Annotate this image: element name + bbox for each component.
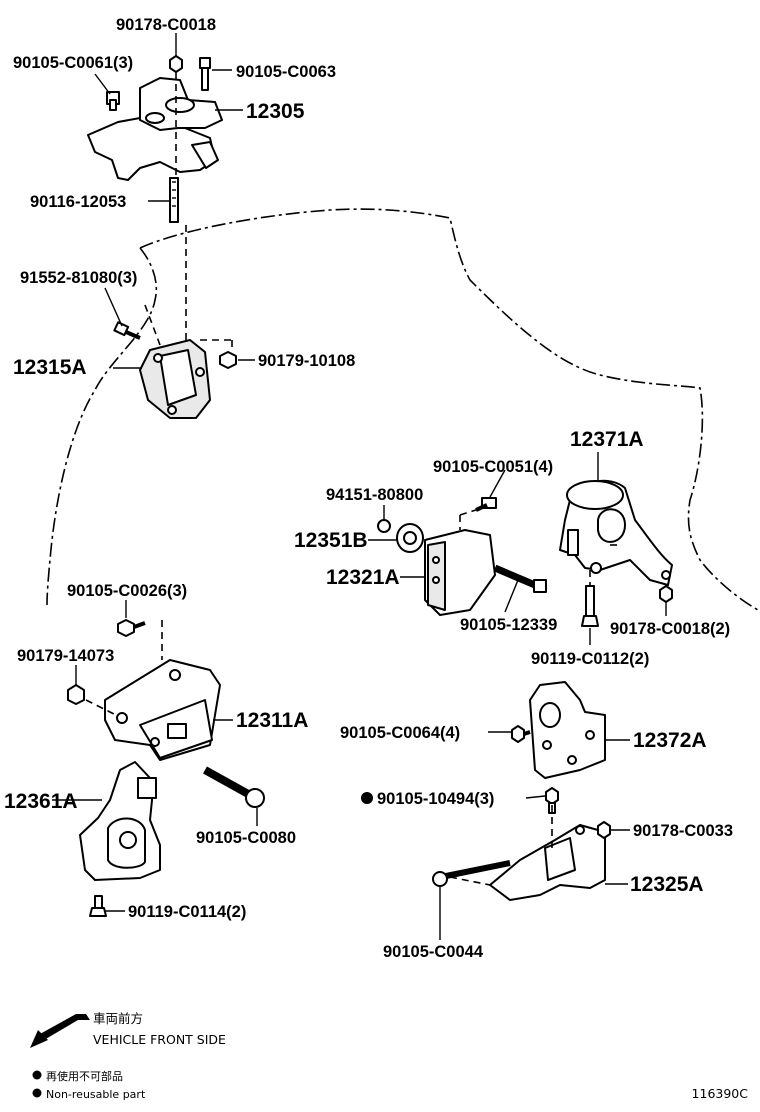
label-90116-12053: 90116-12053 [30,193,126,211]
bracket-12372a [529,681,606,779]
label-90105-c0044: 90105-C0044 [383,943,484,961]
label-12315a: 12315A [13,356,87,379]
bracket-12315a [139,339,211,419]
bolt-90119-c0114 [89,895,107,917]
engine-outline-left [46,247,158,606]
nut-90178-c0018-top [169,55,183,73]
mount-12361a [79,761,161,881]
nonreusable-legend-bullet-icon [32,1070,42,1080]
label-90105-c0051: 90105-C0051(4) [433,458,553,476]
bolt-90105-c0061 [106,91,120,111]
alignment-line [459,509,477,516]
label-90105-c0026: 90105-C0026(3) [67,582,187,600]
label-90119-c0114: 90119-C0114(2) [128,903,246,921]
stopper-12351b [396,523,424,553]
leader-lines [52,33,667,940]
bolt-90105-12339 [493,564,547,593]
label-12361a: 12361A [4,790,78,813]
bolt-90105-c0026 [117,619,146,637]
label-90105-c0080: 90105-C0080 [196,829,296,847]
label-90178-c0018-2: 90178-C0018(2) [610,620,730,638]
illustration-number: 116390C [692,1086,749,1101]
bracket-12321a [424,529,496,616]
label-90178-c0033: 90178-C0033 [633,822,733,840]
label-12311a: 12311A [236,709,308,732]
bolt-90105-c0064 [511,725,531,743]
label-12321a: 12321A [326,566,400,589]
label-12305: 12305 [246,100,305,123]
mount-12371a [559,479,673,586]
label-90105-c0061: 90105-C0061(3) [13,54,133,72]
label-90105-12339: 90105-12339 [460,616,557,634]
label-90105-10494: 90105-10494(3) [377,790,494,808]
bolt-91552-81080 [113,321,141,340]
mount-12305 [87,77,223,223]
nonreusable-bullet-icon [361,792,373,804]
label-12351b: 12351B [294,529,368,552]
label-90105-c0064: 90105-C0064(4) [340,724,460,742]
label-12371a: 12371A [570,428,644,451]
label-90119-c0112: 90119-C0112(2) [531,650,649,668]
label-91552-81080: 91552-81080(3) [20,269,137,287]
legend-nonreusable-en: Non-reusable part [46,1088,146,1101]
bolt-90105-c0080 [203,766,265,808]
front-direction-arrow-icon [30,1014,90,1048]
alignment-line [449,876,491,886]
label-12372a: 12372A [633,729,707,752]
bolt-90105-c0044 [432,860,511,887]
nut-90179-10108 [219,351,237,369]
bracket-12325a [489,824,606,901]
label-90178-c0018-top: 90178-C0018 [116,16,216,34]
nut-90179-14073 [67,684,85,705]
nut-94151-80800 [377,519,391,533]
legend-nonreusable-jp: 再使用不可部品 [46,1069,123,1083]
label-12325a: 12325A [630,873,704,896]
legend-front-en: VEHICLE FRONT SIDE [93,1032,226,1047]
nut-90178-c0033 [597,821,611,839]
nut-90178-c0018-2 [659,585,673,603]
nonreusable-legend-bullet-icon [32,1088,42,1098]
alignment-line [85,699,119,717]
label-94151-80800: 94151-80800 [326,486,423,504]
engine-outline [139,208,759,611]
bolt-90105-c0051 [475,497,497,512]
bracket-12311a [104,659,221,761]
label-90179-14073: 90179-14073 [17,647,114,665]
alignment-line [144,304,161,346]
label-90105-c0063: 90105-C0063 [236,63,336,81]
legend-front-jp: 車両前方 [93,1011,143,1026]
bolt-90119-c0112 [581,585,599,627]
label-90179-10108: 90179-10108 [258,352,355,370]
bolt-90105-c0063 [199,57,211,91]
